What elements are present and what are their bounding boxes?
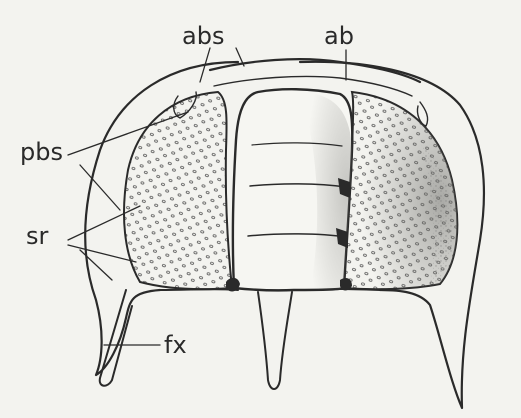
- label-abs: abs: [182, 22, 224, 50]
- left-fixigenal-spine: [100, 290, 132, 386]
- left-cheek: [124, 92, 232, 289]
- label-fx: fx: [164, 331, 187, 359]
- label-ab: ab: [324, 22, 354, 50]
- label-pbs: pbs: [20, 138, 63, 166]
- label-sr: sr: [26, 222, 49, 250]
- occipital-spine: [258, 292, 292, 389]
- pointer-pbs-2: [80, 165, 120, 210]
- pointer-sr-2: [68, 245, 136, 262]
